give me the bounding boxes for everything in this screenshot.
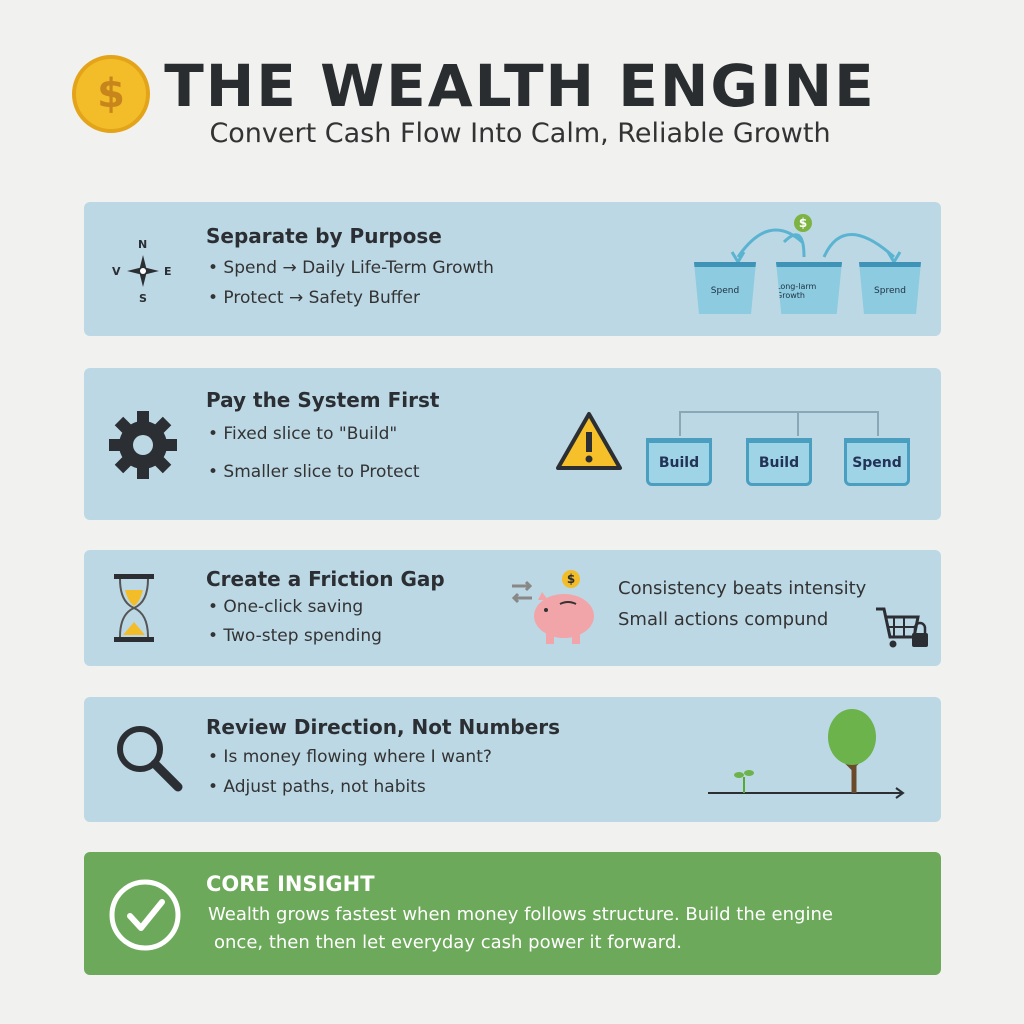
note: Small actions compund (618, 609, 829, 630)
note: Consistency beats intensity (618, 578, 867, 599)
bullet: • Two-step spending (208, 626, 382, 646)
insight-text-line1: Wealth grows fastest when money follows … (208, 904, 833, 925)
section-create-a-friction-gap: Create a Friction Gap • One-click saving… (84, 550, 941, 666)
coin-symbol: $ (97, 71, 125, 117)
bullet: • Protect → Safety Buffer (208, 288, 420, 308)
connector-lines (679, 411, 879, 436)
compass-e: E (164, 265, 172, 278)
page-title: THE WEALTH ENGINE (164, 52, 876, 120)
section-pay-the-system-first: Pay the System First • Fixed slice to "B… (84, 368, 941, 520)
magnifier-icon (117, 726, 183, 792)
compass-icon: N V E S (110, 238, 176, 305)
gear-icon (109, 411, 177, 479)
bullet: • One-click saving (208, 597, 364, 617)
bucket-spend: Spend (844, 438, 910, 486)
locked-cart-icon (876, 607, 928, 648)
growth-timeline-icon (708, 709, 905, 799)
warning-icon (556, 412, 622, 470)
compass-n: N (138, 238, 148, 251)
bucket-spend-2: Sprend (859, 262, 921, 314)
section-title: Review Direction, Not Numbers (206, 715, 561, 739)
dollar-coin-icon: $ (794, 214, 812, 232)
piggy-bank-icon (511, 580, 594, 644)
checkmark-circle-icon (109, 879, 181, 951)
hourglass-icon (114, 574, 154, 642)
bucket-spend: Spend (694, 262, 756, 314)
dollar-coin-icon: $ (562, 570, 580, 588)
compass-w: V (112, 265, 121, 278)
compass-s: S (139, 292, 147, 305)
section-separate-by-purpose: N V E S Separate by Purpose • Spend → Da… (84, 202, 941, 336)
insight-title: CORE INSIGHT (206, 872, 375, 896)
page-subtitle: Convert Cash Flow Into Calm, Reliable Gr… (209, 118, 831, 149)
section-title: Separate by Purpose (206, 224, 442, 248)
coin-logo-icon: $ (72, 55, 150, 133)
bullet: • Fixed slice to "Build" (208, 424, 398, 444)
core-insight-panel: CORE INSIGHT Wealth grows fastest when m… (84, 852, 941, 975)
section-review-direction: Review Direction, Not Numbers • Is money… (84, 697, 941, 822)
bucket-build-2: Build (746, 438, 812, 486)
insight-text-line2: once, then then let everyday cash power … (214, 932, 683, 953)
section-title: Create a Friction Gap (206, 567, 445, 591)
bullet: • Is money flowing where I want? (208, 747, 492, 767)
bullet: • Adjust paths, not habits (208, 777, 426, 797)
bucket-build: Build (646, 438, 712, 486)
bullet: • Smaller slice to Protect (208, 462, 420, 482)
section-title: Pay the System First (206, 388, 440, 412)
bullet: • Spend → Daily Life-Term Growth (208, 258, 494, 278)
bucket-long-term-growth: Long-larm Growth (776, 262, 842, 314)
